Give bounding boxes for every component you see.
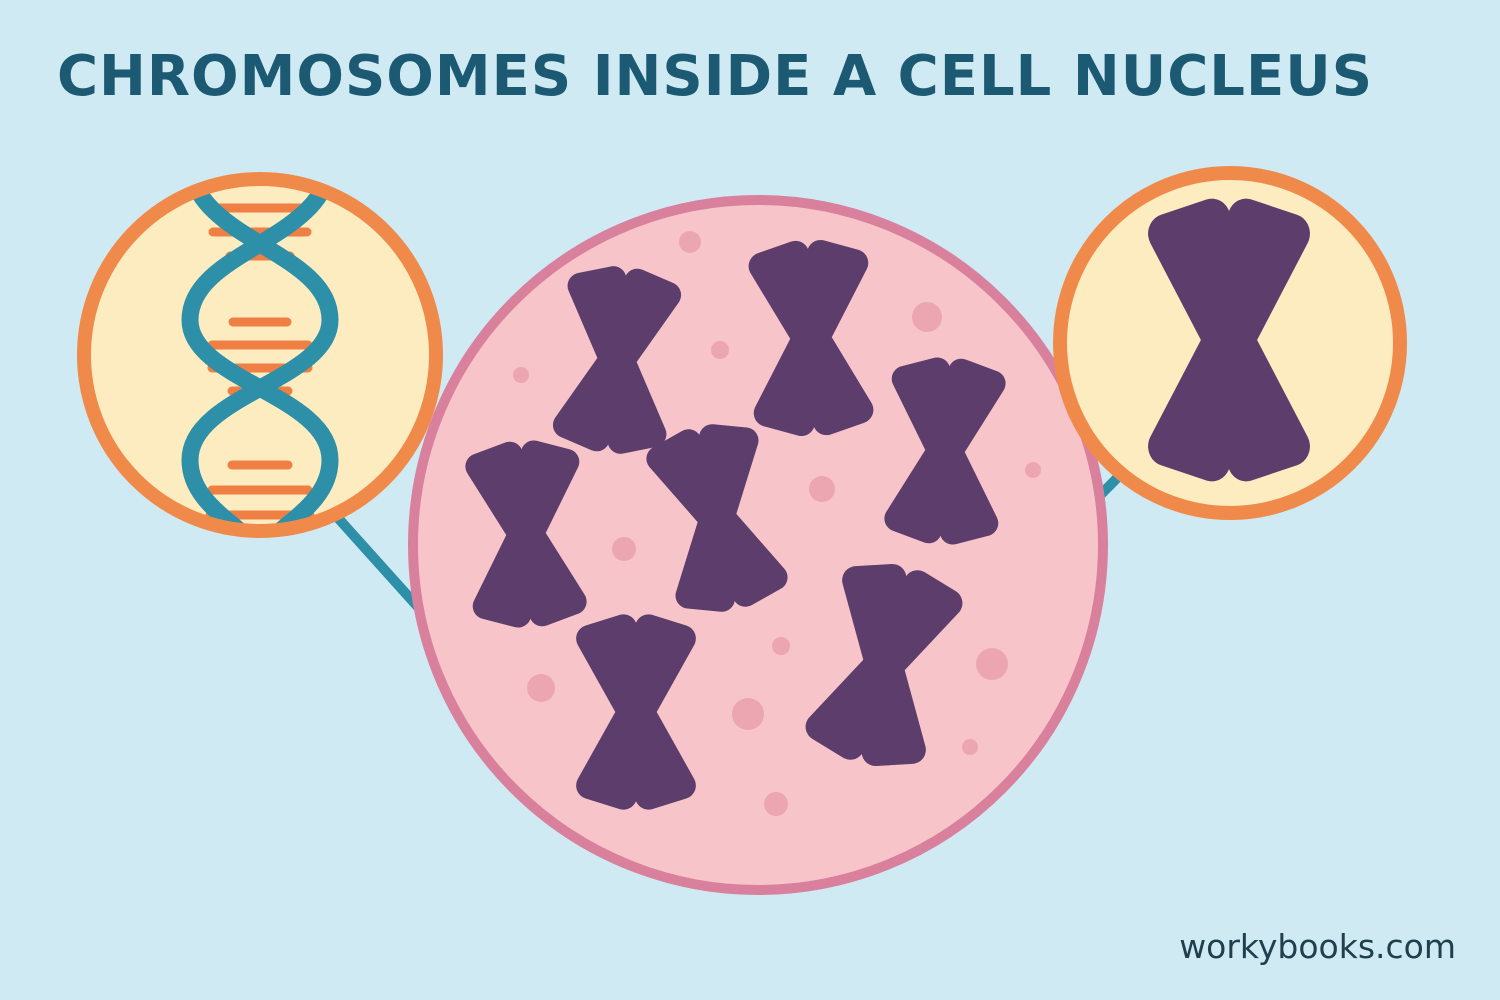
diagram-title: CHROMOSOMES INSIDE A CELL NUCLEUS [56, 44, 1374, 109]
source-credit: workybooks.com [1179, 927, 1456, 966]
nucleus-granules [513, 231, 1041, 816]
dna-inset-circle [77, 172, 443, 538]
cell-nucleus [408, 195, 1108, 895]
chromosome-inset-circle [1053, 166, 1407, 520]
dna-double-helix-icon [181, 179, 339, 531]
